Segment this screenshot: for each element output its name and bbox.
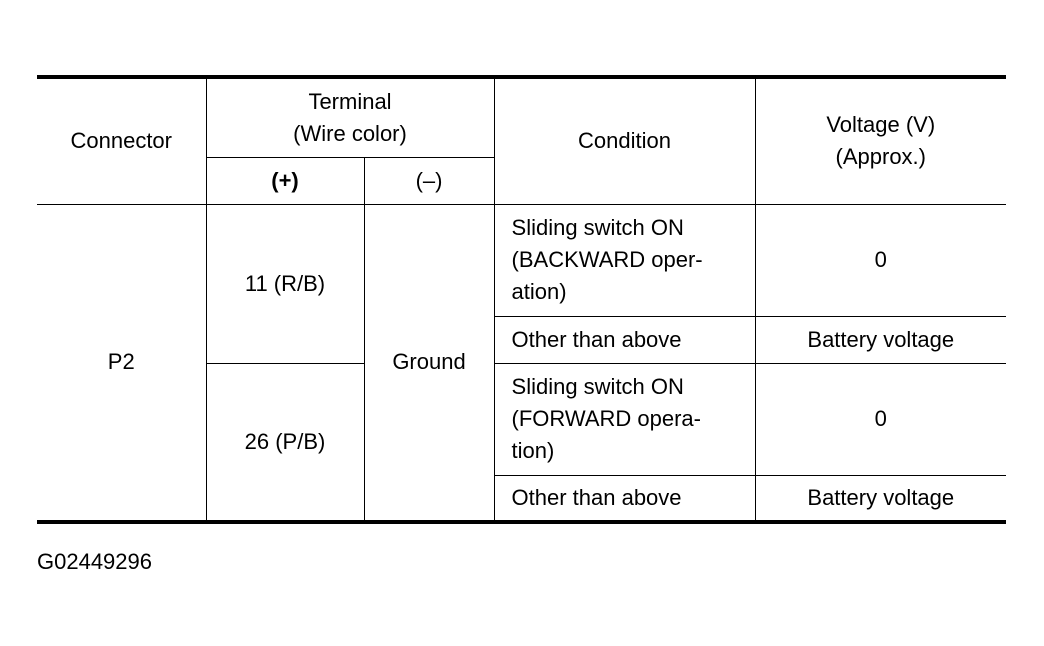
voltage-header-line2: (Approx.): [835, 144, 926, 170]
terminal-header-line1: Terminal: [308, 88, 392, 114]
plus-terminal-header: (+): [206, 156, 365, 205]
table-row: P2 11 (R/B) Ground Sliding switch ON (BA…: [37, 203, 1007, 524]
condition-cell: Other than above: [494, 474, 756, 524]
voltage-cell: Battery voltage: [754, 474, 1007, 524]
table-row: Other than above Battery voltage: [37, 474, 1007, 524]
figure-id: G02449296: [37, 549, 152, 574]
voltage-cell: 0: [754, 362, 1007, 476]
header-row: Connector Terminal (Wire color) Conditio…: [37, 75, 1007, 205]
table-row: Other than above Battery voltage: [37, 315, 1007, 364]
minus-terminal-header: (–): [363, 156, 495, 205]
terminal-voltage-table: Connector Terminal (Wire color) Conditio…: [37, 75, 1007, 524]
terminal-cell: 11 (R/B): [205, 203, 365, 364]
condition-line: (FORWARD opera-: [511, 406, 701, 431]
condition-cell: Other than above: [494, 315, 756, 364]
connector-cell: P2: [37, 203, 207, 524]
connector-header: Connector: [37, 75, 207, 205]
terminal-header-line2: (Wire color): [293, 120, 407, 146]
subheader-row: (+) (–): [37, 156, 1006, 205]
ground-cell: Ground: [363, 203, 495, 524]
condition-cell: Sliding switch ON (FORWARD opera- tion): [493, 362, 756, 476]
voltage-header: Voltage (V) (Approx.): [754, 75, 1007, 205]
condition-line: tion): [511, 438, 555, 463]
voltage-header-line1: Voltage (V): [826, 112, 936, 138]
terminal-header: Terminal (Wire color): [205, 75, 495, 158]
condition-line: Other than above: [511, 326, 682, 352]
condition-line: Other than above: [511, 484, 682, 510]
table-row: 26 (P/B) Sliding switch ON (FORWARD oper…: [37, 362, 1007, 524]
condition-line: Sliding switch ON: [511, 215, 684, 240]
voltage-cell: Battery voltage: [754, 315, 1007, 364]
terminal-cell: 26 (P/B): [206, 362, 365, 524]
condition-line: ation): [511, 279, 567, 304]
condition-cell: Sliding switch ON (BACKWARD oper- ation): [493, 203, 756, 317]
condition-line: (BACKWARD oper-: [511, 247, 703, 272]
condition-line: Sliding switch ON: [511, 374, 684, 399]
voltage-cell: 0: [754, 203, 1007, 317]
condition-header: Condition: [493, 75, 756, 205]
